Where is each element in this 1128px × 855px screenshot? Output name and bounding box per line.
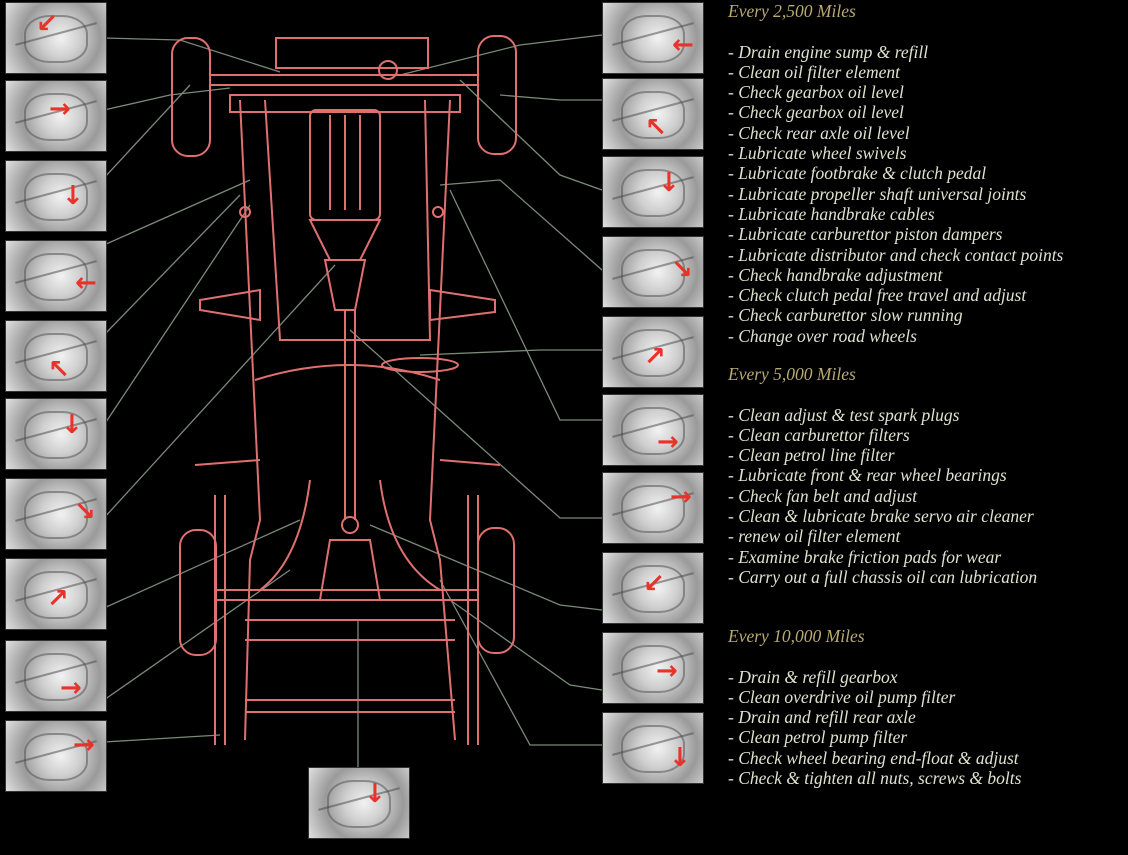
leader-lines [103, 34, 603, 767]
service-item: - Clean carburettor filters [728, 424, 910, 445]
service-item: - renew oil filter element [728, 526, 901, 547]
detail-photo: ↓ [602, 712, 704, 784]
item-list: - Drain & refill gearbox- Clean overdriv… [728, 667, 1021, 789]
section-heading: Every 2,500 Miles [728, 1, 856, 21]
detail-photo: ↙ [602, 552, 704, 624]
service-item: - Drain and refill rear axle [728, 707, 916, 728]
service-item: - Check rear axle oil level [728, 122, 910, 143]
red-arrow-icon: → [49, 94, 71, 124]
service-item: - Lubricate carburettor piston dampers [728, 224, 1003, 245]
red-arrow-icon: → [656, 656, 678, 686]
detail-photo: ↘ [5, 478, 107, 550]
detail-photo: ← [602, 2, 704, 74]
red-arrow-icon: ↓ [61, 410, 83, 440]
service-item: - Check clutch pedal free travel and adj… [728, 285, 1027, 306]
red-arrow-icon: ← [75, 268, 97, 298]
service-item: - Drain engine sump & refill [728, 41, 929, 62]
service-item: - Check gearbox oil level [728, 82, 904, 103]
service-item: - Check gearbox oil level [728, 102, 904, 123]
detail-photo: → [5, 640, 107, 712]
red-arrow-icon: ↘ [671, 255, 693, 285]
service-item: - Clean overdrive oil pump filter [728, 686, 956, 707]
red-arrow-icon: ↙ [643, 569, 665, 599]
red-arrow-icon: ↓ [669, 743, 691, 773]
service-item: - Drain & refill gearbox [728, 666, 898, 687]
red-arrow-icon: ← [672, 30, 694, 60]
item-list: - Drain engine sump & refill- Clean oil … [728, 42, 1063, 346]
red-arrow-icon: → [657, 427, 679, 457]
service-item: - Lubricate footbrake & clutch pedal [728, 163, 987, 184]
detail-photo: ↙ [5, 2, 107, 74]
service-item: - Carry out a full chassis oil can lubri… [728, 566, 1038, 587]
red-arrow-icon: ↖ [48, 355, 70, 385]
red-arrow-icon: → [670, 482, 692, 512]
section-heading: Every 5,000 Miles [728, 364, 856, 384]
detail-photo: ↓ [308, 767, 410, 839]
service-item: - Lubricate propeller shaft universal jo… [728, 183, 1027, 204]
red-arrow-icon: ↗ [644, 342, 666, 372]
service-schedule-2500: Every 2,500 Miles - Drain engine sump & … [728, 1, 1063, 346]
service-item: - Check wheel bearing end-float & adjust [728, 747, 1019, 768]
section-heading: Every 10,000 Miles [728, 626, 865, 646]
service-item: - Lubricate wheel swivels [728, 143, 907, 164]
detail-photo: ↗ [602, 316, 704, 388]
service-item: - Clean & lubricate brake servo air clea… [728, 506, 1034, 527]
service-item: - Examine brake friction pads for wear [728, 546, 1002, 567]
service-item: - Check fan belt and adjust [728, 485, 918, 506]
detail-photo: ↓ [602, 156, 704, 228]
red-arrow-icon: ↓ [364, 779, 386, 809]
detail-photo: ↓ [5, 398, 107, 470]
service-item: - Clean petrol line filter [728, 445, 895, 466]
service-schedule-10000: Every 10,000 Miles - Drain & refill gear… [728, 626, 1021, 788]
service-item: - Clean petrol pump filter [728, 727, 908, 748]
red-arrow-icon: → [60, 673, 82, 703]
service-item: - Lubricate front & rear wheel bearings [728, 465, 1007, 486]
detail-photo: → [602, 472, 704, 544]
service-item: - Lubricate handbrake cables [728, 203, 935, 224]
detail-photo: → [602, 632, 704, 704]
service-schedule-5000: Every 5,000 Miles - Clean adjust & test … [728, 364, 1037, 587]
detail-photo: ↗ [5, 558, 107, 630]
item-list: - Clean adjust & test spark plugs- Clean… [728, 405, 1037, 588]
service-item: - Lubricate distributor and check contac… [728, 244, 1064, 265]
red-arrow-icon: ↖ [645, 113, 667, 143]
detail-photo: → [5, 80, 107, 152]
service-item: - Clean oil filter element [728, 61, 901, 82]
service-item: - Check handbrake adjustment [728, 264, 943, 285]
service-item: - Check carburettor slow running [728, 305, 963, 326]
detail-photo: ↘ [602, 236, 704, 308]
service-item: - Change over road wheels [728, 325, 917, 346]
detail-photo: → [5, 720, 107, 792]
red-arrow-icon: → [73, 730, 95, 760]
red-arrow-icon: ↓ [658, 168, 680, 198]
detail-photo: ← [5, 240, 107, 312]
red-arrow-icon: ↙ [36, 9, 58, 39]
detail-photo: ↖ [5, 320, 107, 392]
red-arrow-icon: ↓ [62, 181, 84, 211]
service-item: - Check & tighten all nuts, screws & bol… [728, 768, 1022, 789]
detail-photo: → [602, 394, 704, 466]
red-arrow-icon: ↘ [74, 497, 96, 527]
service-item: - Clean adjust & test spark plugs [728, 404, 960, 425]
chassis-outline [171, 35, 517, 745]
detail-photo: ↓ [5, 160, 107, 232]
detail-photo: ↖ [602, 78, 704, 150]
red-arrow-icon: ↗ [47, 584, 69, 614]
